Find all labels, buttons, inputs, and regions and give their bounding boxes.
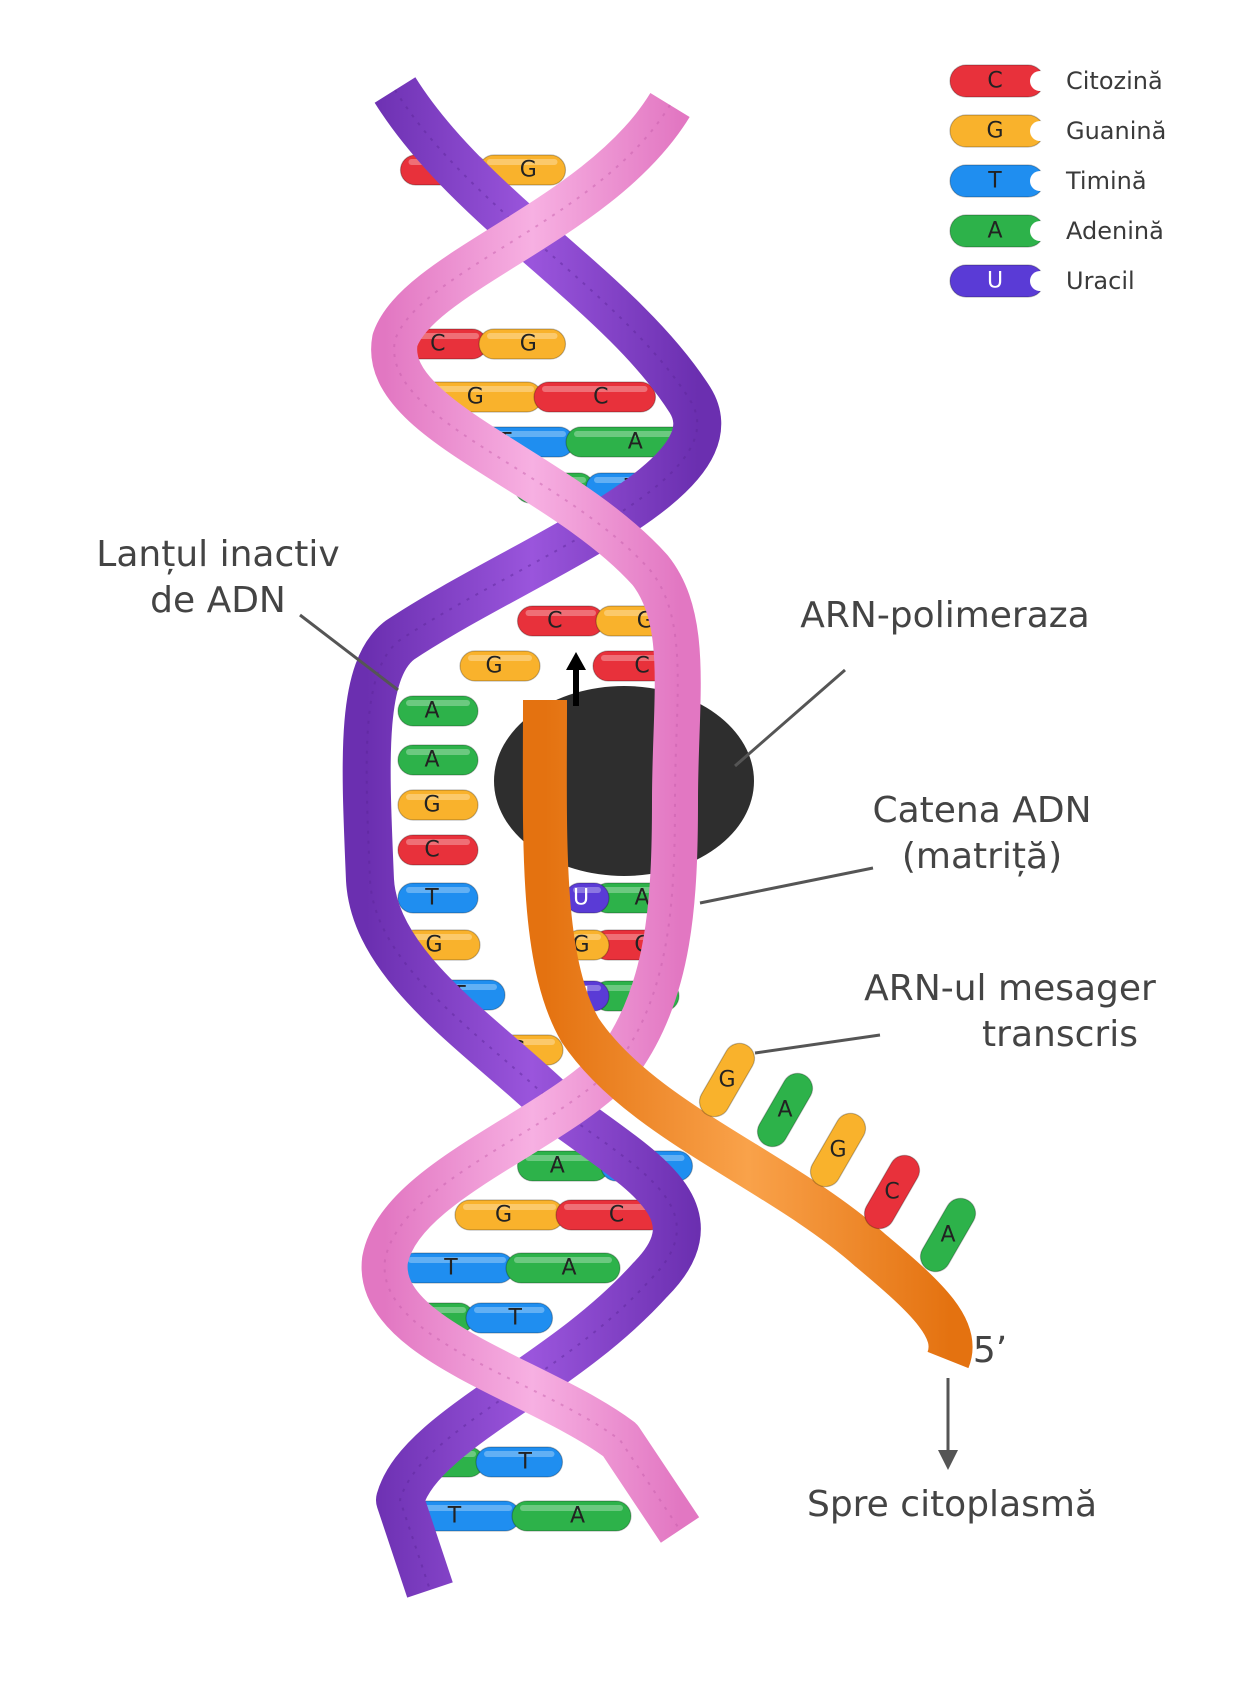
adenine-nucleotide: A [756, 1072, 814, 1148]
adenine-nucleotide: A [397, 695, 479, 727]
nucleotide-letter: G [423, 793, 440, 818]
label-polymerase: ARN-polimeraza [800, 595, 1089, 636]
inactive-dna-strand [342, 77, 722, 1598]
nucleotide-letter: A [424, 748, 439, 773]
cytosine-nucleotide: C [555, 1199, 666, 1231]
legend-label: Timină [1065, 167, 1147, 195]
thymine-nucleotide: T [475, 1446, 564, 1478]
nucleotide-letter: G [572, 933, 589, 958]
thymine-nucleotide: T [399, 1252, 515, 1284]
guanine-nucleotide: G [564, 929, 610, 961]
nucleotide-letter: C [547, 609, 562, 634]
nucleotide-letter: T [518, 1450, 533, 1475]
cytosine-nucleotide: C [397, 834, 479, 866]
label-template-line1: Catena ADN [872, 790, 1091, 831]
nucleotide-letter: T [424, 886, 439, 911]
label-five-prime: 5’ [973, 1330, 1007, 1371]
nucleotide-letter: C [884, 1180, 899, 1205]
legend-item-cytosine: C Citozină [949, 64, 1163, 98]
legend-label: Citozină [1066, 67, 1163, 95]
nucleotide-letter: A [940, 1223, 955, 1248]
nucleotide-letter: U [573, 886, 589, 911]
label-inactive-line2: de ADN [150, 580, 286, 621]
label-mrna-line2: transcris [982, 1014, 1138, 1055]
nucleotide-letter: C [609, 1203, 624, 1228]
cytosine-nucleotide: C [863, 1154, 921, 1230]
mrna-tail-nucleotides: G A G C A [698, 1042, 977, 1273]
leader-polymerase [734, 668, 846, 768]
nucleotide-letter: C [424, 838, 439, 863]
nucleotide-letter: T [443, 1256, 458, 1281]
nucleotide-letter: C [430, 332, 445, 357]
cytosine-nucleotide: C [516, 605, 605, 637]
mrna-strand [522, 699, 973, 1369]
adenine-nucleotide: A [505, 1252, 621, 1284]
legend-label: Adenină [1066, 217, 1164, 245]
nucleotide-letter: G [425, 933, 442, 958]
leader-template [699, 866, 874, 905]
nucleotide-letter: G [520, 332, 537, 357]
leader-inactive [299, 613, 399, 692]
nucleotide-letter: A [777, 1098, 792, 1123]
legend-letter: U [987, 269, 1003, 294]
label-mrna-line1: ARN-ul mesager [864, 968, 1156, 1009]
nucleotide-letter: A [550, 1154, 565, 1179]
legend-item-thymine: T Timină [949, 164, 1147, 198]
adenine-nucleotide: A [511, 1500, 632, 1532]
nucleotide-letter: C [634, 654, 649, 679]
nucleotide-letter: G [495, 1203, 512, 1228]
cytosine-nucleotide: C [533, 381, 657, 413]
nucleotide-letter: T [508, 1306, 523, 1331]
nucleotide-letter: A [561, 1256, 576, 1281]
legend-letter: T [987, 169, 1002, 194]
nucleotide-letter: T [447, 1504, 462, 1529]
label-template-line2: (matriță) [902, 836, 1062, 877]
cytoplasm-arrowhead-icon [938, 1450, 958, 1470]
label-inactive-line1: Lanțul inactiv [96, 534, 339, 575]
nucleotide-letter: G [718, 1068, 735, 1093]
nucleotide-letter: A [634, 886, 649, 911]
uracil-nucleotide: U [564, 882, 610, 914]
legend-item-guanine: G Guanină [949, 114, 1166, 148]
label-to-cytoplasm: Spre citoplasmă [807, 1484, 1097, 1525]
guanine-nucleotide: G [459, 650, 541, 682]
leader-mrna [754, 1033, 881, 1055]
nucleotide-letter: G [467, 385, 484, 410]
guanine-nucleotide: G [698, 1042, 756, 1118]
thymine-nucleotide: T [465, 1302, 554, 1334]
nucleotide-letter: C [593, 385, 608, 410]
guanine-nucleotide: G [809, 1112, 867, 1188]
thymine-nucleotide: T [397, 882, 479, 914]
nucleotide-letter: A [628, 430, 643, 455]
nucleotide-letter: A [424, 699, 439, 724]
nucleotide-letter: G [485, 654, 502, 679]
guanine-nucleotide: G [478, 328, 567, 360]
legend-label: Guanină [1066, 117, 1166, 145]
legend-item-adenine: A Adenină [949, 214, 1164, 248]
guanine-nucleotide: G [397, 789, 479, 821]
legend-letter: G [986, 119, 1003, 144]
nucleotide-letter: G [829, 1138, 846, 1163]
template-dna-strand [361, 92, 701, 1543]
direction-arrow [566, 652, 586, 706]
legend-item-uracil: U Uracil [949, 264, 1135, 298]
guanine-nucleotide: G [454, 1199, 565, 1231]
leader-lines [299, 613, 950, 1452]
adenine-nucleotide: A [397, 744, 479, 776]
legend-letter: C [987, 69, 1002, 94]
nucleotide-letter: G [520, 158, 537, 183]
legend-label: Uracil [1066, 267, 1135, 295]
adenine-nucleotide: A [919, 1197, 977, 1273]
nucleotide-letter: A [570, 1504, 585, 1529]
legend-letter: A [987, 219, 1002, 244]
